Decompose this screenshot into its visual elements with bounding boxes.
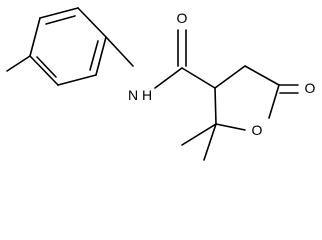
lactone-bond [268, 84, 280, 119]
lactone-carbonyl-oxygen-label: O [305, 80, 316, 96]
ring-bond [77, 7, 107, 38]
lactone-bond [214, 65, 246, 89]
ring-bond [57, 74, 97, 86]
molecule-structure: N H O O O [6, 7, 316, 161]
ring-bond [29, 55, 59, 86]
lactone-bond [244, 65, 280, 86]
amide-nitrogen-label: N [128, 87, 138, 103]
ring-double-bond [36, 56, 57, 78]
gem-methyl-bond [181, 123, 217, 146]
ring-bond [29, 17, 41, 57]
n-carbonyl-bond [154, 67, 183, 89]
lactone-bond [215, 123, 246, 131]
amide-hydrogen-label: H [142, 87, 152, 103]
ring-double-bond [89, 40, 99, 71]
ring-double-bond [45, 15, 76, 25]
methyl-bond [6, 55, 31, 72]
amide-oxygen-label: O [177, 10, 188, 26]
gem-methyl-bond [203, 123, 217, 161]
carbonyl-c3-bond [181, 67, 216, 89]
ring-bond [39, 7, 79, 19]
ring-bond [95, 36, 107, 76]
ring-oxygen-label: O [252, 122, 263, 138]
lactone-ring [214, 65, 280, 131]
lactone-bond [214, 87, 217, 125]
aryl-n-bond [105, 36, 134, 67]
benzene-ring [29, 7, 107, 86]
